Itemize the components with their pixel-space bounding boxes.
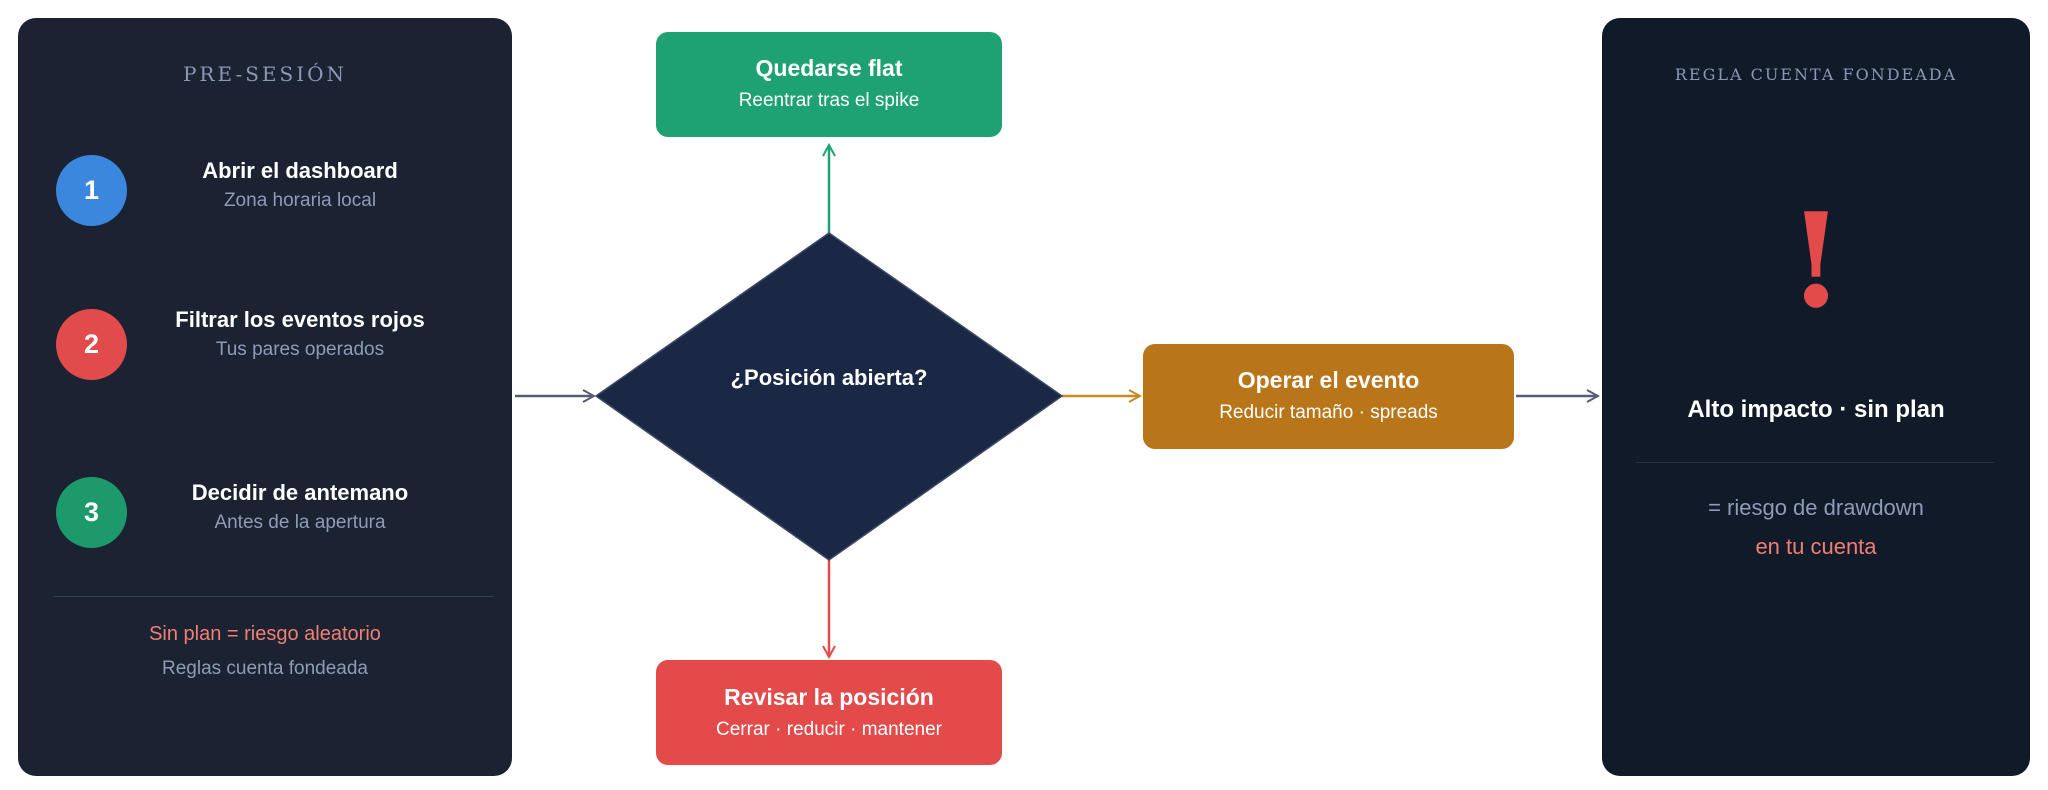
- funded-rule-heading: REGLA CUENTA FONDEADA: [1674, 65, 1958, 84]
- pre-session-divider: [54, 596, 494, 597]
- funded-rules-note: Reglas cuenta fondeada: [162, 658, 368, 679]
- step-2-title: Filtrar los eventos rojos: [175, 307, 425, 332]
- drawdown-risk-text: = riesgo de drawdown: [1708, 495, 1924, 520]
- warning-exclamation-icon: !: [1787, 184, 1845, 337]
- pre-session-heading: PRE-SESIÓN: [182, 62, 348, 86]
- step-3-subtitle: Antes de la apertura: [214, 512, 386, 533]
- trade-event-subtitle: Reducir tamaño · spreads: [1219, 402, 1438, 423]
- step-3-title: Decidir de antemano: [191, 480, 409, 505]
- stay-flat-box: Quedarse flat Reentrar tras el spike: [656, 32, 1002, 137]
- account-risk-text: en tu cuenta: [1755, 534, 1877, 559]
- step-1-title: Abrir el dashboard: [202, 158, 398, 183]
- trade-event-title: Operar el evento: [1237, 367, 1420, 393]
- pre-session-panel: PRE-SESIÓN 1 Abrir el dashboard Zona hor…: [18, 18, 512, 776]
- stay-flat-subtitle: Reentrar tras el spike: [738, 90, 920, 111]
- funded-rule-headline: Alto impacto · sin plan: [1687, 396, 1945, 423]
- step-2-number-badge: 2: [56, 309, 127, 380]
- step-2-subtitle: Tus pares operados: [215, 339, 385, 360]
- decision-diamond: [594, 232, 1064, 561]
- funded-rule-divider: [1636, 462, 1994, 463]
- decision-label: ¿Posición abierta?: [730, 365, 928, 390]
- review-position-subtitle: Cerrar · reducir · mantener: [716, 719, 942, 740]
- step-1-subtitle: Zona horaria local: [223, 190, 377, 211]
- stay-flat-title: Quedarse flat: [755, 55, 903, 81]
- no-plan-warning: Sin plan = riesgo aleatorio: [149, 623, 381, 645]
- funded-rule-panel: REGLA CUENTA FONDEADA ! Alto impacto · s…: [1602, 18, 2030, 776]
- step-3-number-badge: 3: [56, 477, 127, 548]
- trade-event-box: Operar el evento Reducir tamaño · spread…: [1143, 344, 1514, 449]
- review-position-box: Revisar la posición Cerrar · reducir · m…: [656, 660, 1002, 765]
- step-1-number-badge: 1: [56, 155, 127, 226]
- review-position-title: Revisar la posición: [724, 684, 934, 710]
